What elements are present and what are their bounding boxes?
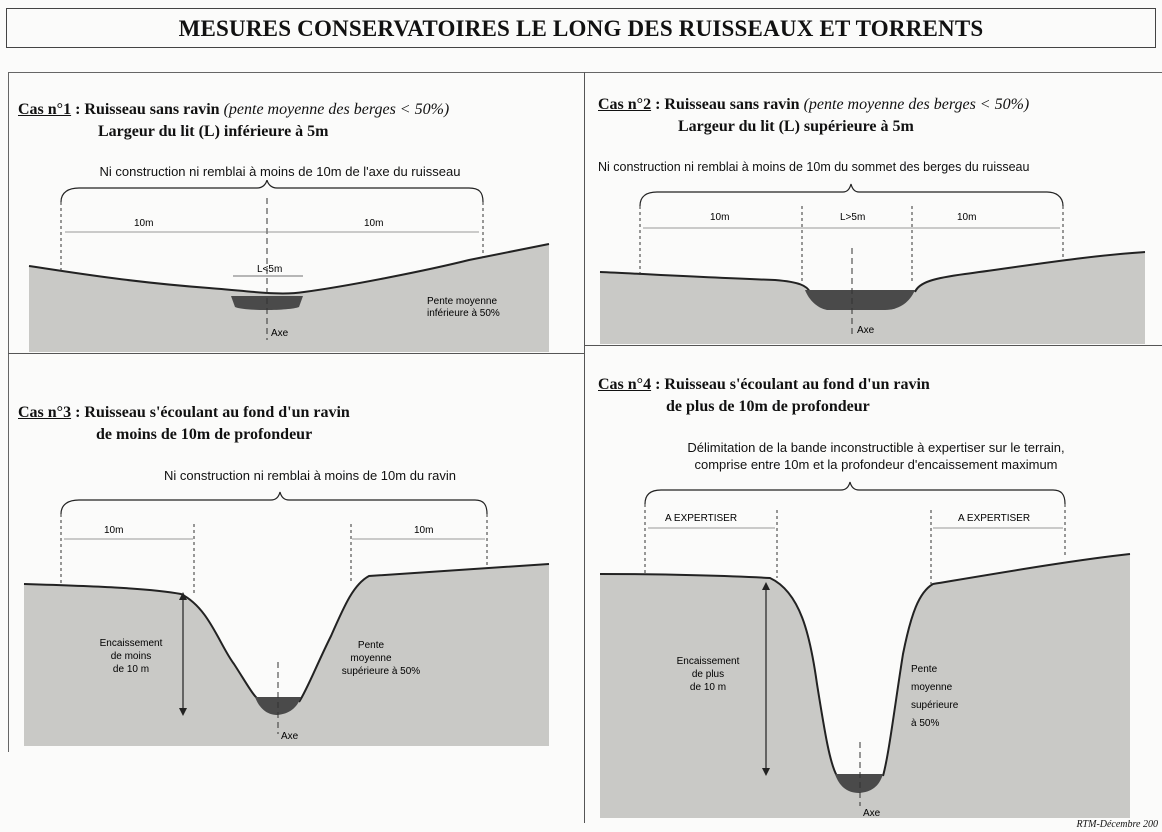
case-2-stream-bed [805, 290, 915, 310]
case-1-heading: Cas n°1 : Ruisseau sans ravin (pente moy… [18, 99, 449, 143]
case-2-dim-left: 10m [710, 212, 729, 223]
case-3-slope-label-3: supérieure à 50% [342, 666, 420, 677]
case-4-depth-label-3: de 10 m [690, 682, 726, 693]
case-3-subtitle: de moins de 10m de profondeur [96, 426, 313, 443]
case-3-title: Ruisseau s'écoulant au fond d'un ravin [84, 404, 350, 421]
case-4-subtitle: de plus de 10m de profondeur [666, 398, 870, 415]
case-2-diagram: 10m L>5m 10m Axe [599, 183, 1146, 344]
case-2-dim-mid: L>5m [840, 212, 865, 223]
case-4-depth-label-1: Encaissement [677, 656, 740, 667]
case-1-rule: Ni construction ni remblai à moins de 10… [99, 164, 461, 179]
panel-divider-vertical [584, 72, 585, 823]
case-1-number: Cas n°1 [18, 101, 72, 118]
case-4-rule-line-2: comprise entre 10m et la profondeur d'en… [694, 457, 1058, 472]
case-4-slope-label-4: à 50% [911, 718, 939, 729]
case-3-depth-label-1: Encaissement [100, 638, 163, 649]
case-2-heading: Cas n°2 : Ruisseau sans ravin (pente moy… [598, 94, 1029, 138]
case-4-diagram: A EXPERTISER A EXPERTISER Axe Encaisseme… [599, 481, 1131, 819]
case-4-ground-line [599, 553, 1131, 777]
case-3-axis-label: Axe [281, 731, 299, 742]
case-1-dim-right: 10m [364, 218, 383, 229]
case-4-dim-left: A EXPERTISER [665, 513, 737, 524]
case-4-slope-label-1: Pente [911, 664, 938, 675]
panel-divider-left [8, 353, 585, 354]
case-4-brace [644, 481, 1066, 505]
case-4-depth-label-2: de plus [692, 669, 724, 680]
case-1-axis-label: Axe [271, 328, 289, 339]
case-3-brace [60, 491, 488, 515]
case-2-axis-label: Axe [857, 325, 875, 336]
case-3-separator: : [71, 404, 85, 421]
panel-divider-right [584, 345, 1162, 346]
case-4-separator: : [651, 376, 665, 393]
case-1-note: (pente moyenne des berges < 50%) [223, 101, 450, 118]
case-1-dim-left: 10m [134, 218, 153, 229]
case-1-separator: : [71, 101, 85, 118]
case-1-subtitle: Largeur du lit (L) inférieure à 5m [98, 123, 329, 140]
case-3-ground-line [23, 563, 550, 703]
case-2-number: Cas n°2 [598, 96, 652, 113]
case-3-terrain [24, 564, 549, 746]
case-3-heading: Cas n°3 : Ruisseau s'écoulant au fond d'… [18, 402, 350, 446]
page-title: MESURES CONSERVATOIRES LE LONG DES RUISS… [178, 16, 984, 41]
case-4-heading: Cas n°4 : Ruisseau s'écoulant au fond d'… [598, 374, 930, 418]
case-3-dim-left: 10m [104, 525, 123, 536]
case-4-dim-right: A EXPERTISER [958, 513, 1030, 524]
case-4-slope-label-2: moyenne [911, 682, 953, 693]
case-3-number: Cas n°3 [18, 404, 72, 421]
case-2-separator: : [651, 96, 665, 113]
case-2-brace [639, 183, 1064, 207]
case-1-title: Ruisseau sans ravin [84, 101, 220, 118]
panel-border-left [8, 72, 9, 752]
case-4-stream-bed [835, 774, 883, 793]
case-2-rule: Ni construction ni remblai à moins de 10… [598, 160, 1030, 174]
case-2-ground-line [599, 251, 1146, 293]
case-4-terrain [600, 554, 1130, 818]
case-1-ground-line [28, 243, 550, 295]
case-1-brace [60, 180, 484, 203]
case-4-slope-label-3: supérieure [911, 700, 959, 711]
case-4-axis-label: Axe [863, 808, 881, 819]
case-4-rule-line-1: Délimitation de la bande inconstructible… [687, 440, 1065, 455]
case-3-rule: Ni construction ni remblai à moins de 10… [164, 468, 456, 483]
panel-border-top [8, 72, 1162, 73]
case-1-slope-label-1: Pente moyenne [427, 296, 497, 307]
case-2-title: Ruisseau sans ravin [664, 96, 800, 113]
case-3-slope-label-1: Pente [358, 640, 385, 651]
case-3-dim-right: 10m [414, 525, 433, 536]
case-2-subtitle: Largeur du lit (L) supérieure à 5m [678, 118, 914, 135]
case-2-note: (pente moyenne des berges < 50%) [803, 96, 1030, 113]
case-2-dim-right: 10m [957, 212, 976, 223]
case-3-depth-label-3: de 10 m [113, 664, 149, 675]
footer-credit: RTM-Décembre 200 [1076, 819, 1158, 830]
case-4-number: Cas n°4 [598, 376, 652, 393]
case-1-dim-mid: L<5m [257, 264, 282, 275]
case-3-diagram: 10m 10m Axe Encaissement de moins de 10 … [23, 491, 550, 746]
case-3-depth-label-2: de moins [111, 651, 152, 662]
case-1-diagram: 10m 10m L<5m Axe Pente moyenne inférieur… [28, 180, 550, 352]
case-4-title: Ruisseau s'écoulant au fond d'un ravin [664, 376, 930, 393]
title-frame: MESURES CONSERVATOIRES LE LONG DES RUISS… [6, 8, 1156, 48]
case-3-slope-label-2: moyenne [350, 653, 392, 664]
case-1-slope-label-2: inférieure à 50% [427, 308, 500, 319]
